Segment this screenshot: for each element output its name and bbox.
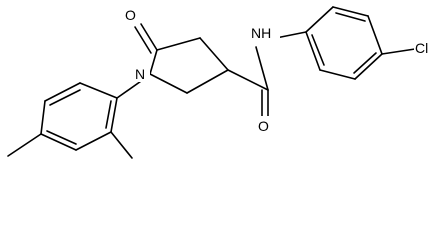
dimethylphenyl-ring bbox=[40, 82, 118, 151]
carbonyl-oxygen-label: O bbox=[125, 7, 136, 23]
amide-bonds bbox=[227, 31, 307, 119]
chlorophenyl-ring bbox=[305, 6, 383, 80]
molecule-structure: O N NH O Cl bbox=[7, 6, 429, 159]
chlorine-label: Cl bbox=[415, 40, 428, 56]
methyl-bonds bbox=[7, 131, 133, 159]
n-aryl-bond bbox=[116, 78, 145, 99]
c-cl-bond bbox=[381, 48, 416, 55]
lactam-carbonyl-bond bbox=[134, 23, 158, 54]
amide-nh-label: NH bbox=[251, 25, 271, 41]
pyrrolidinone-ring bbox=[149, 37, 229, 94]
ring-nitrogen-label: N bbox=[135, 66, 145, 82]
amide-oxygen-label: O bbox=[258, 118, 269, 134]
